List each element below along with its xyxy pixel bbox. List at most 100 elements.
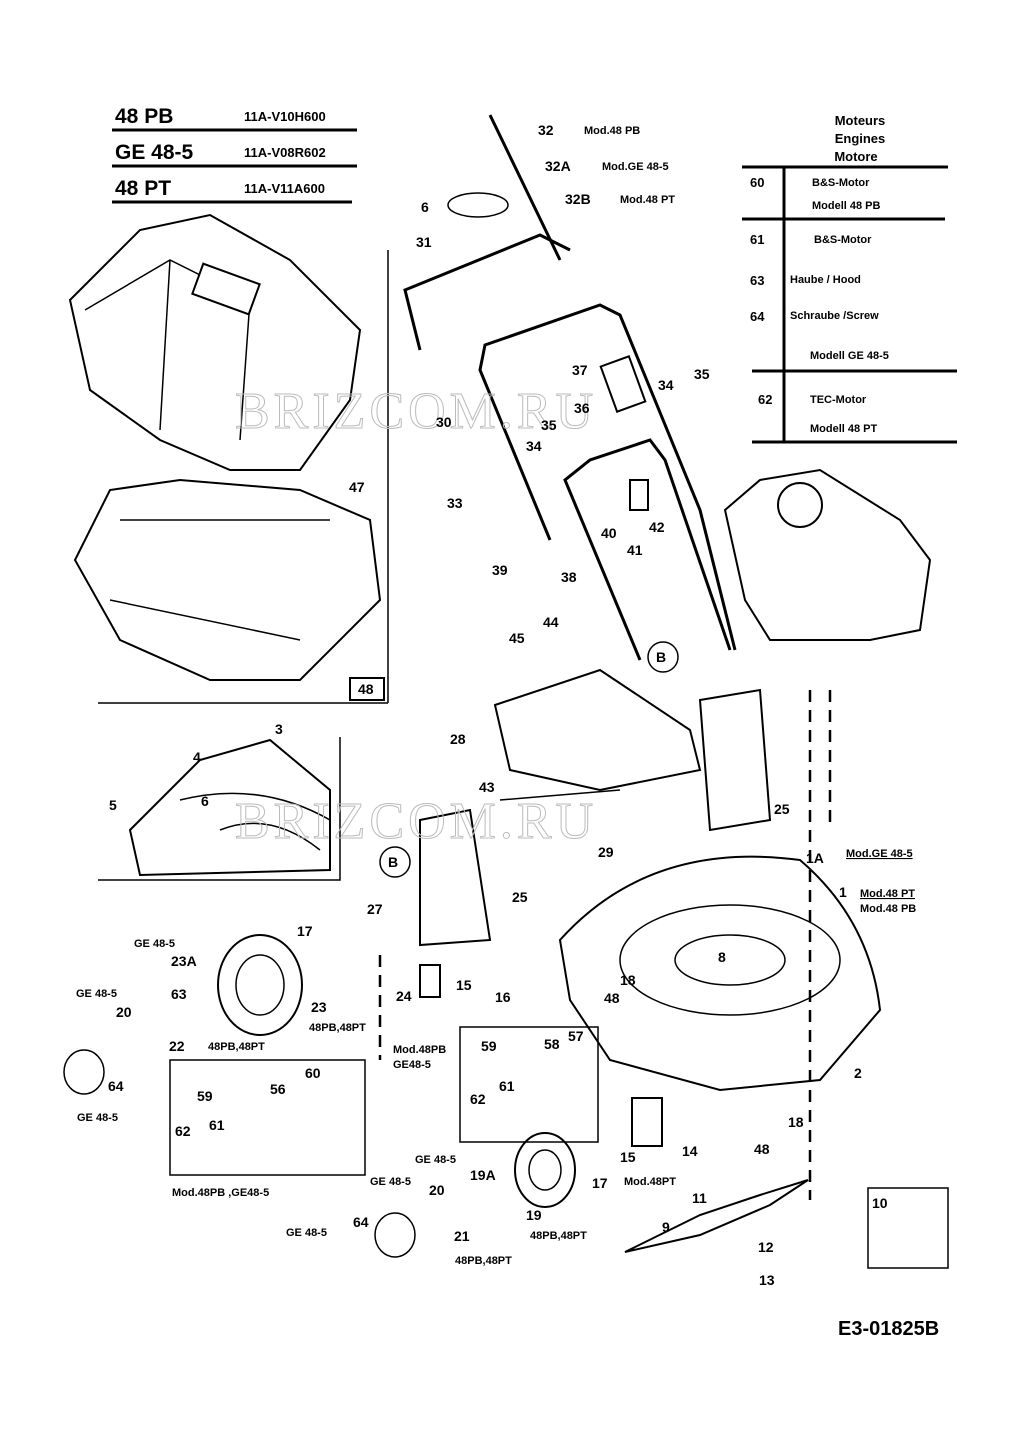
watermark: BRIZCOM.RU bbox=[235, 383, 597, 440]
callout: 2 bbox=[854, 1065, 862, 1081]
callout: 64 bbox=[353, 1214, 369, 1230]
note: GE 48-5 bbox=[415, 1154, 456, 1166]
callout: 56 bbox=[270, 1081, 286, 1097]
callout: 20 bbox=[116, 1004, 132, 1020]
callout: 58 bbox=[544, 1036, 560, 1052]
callout: 34 bbox=[526, 438, 542, 454]
callout: 18 bbox=[620, 972, 636, 988]
callout: 63 bbox=[171, 986, 187, 1002]
callout: 8 bbox=[718, 949, 726, 965]
callout: 43 bbox=[479, 779, 495, 795]
callout: 59 bbox=[481, 1038, 497, 1054]
note: GE 48-5 bbox=[286, 1227, 327, 1239]
callout: 15 bbox=[620, 1149, 636, 1165]
engine-desc: B&S-Motor bbox=[814, 234, 872, 246]
callout: 35 bbox=[694, 366, 710, 382]
callout: 62 bbox=[175, 1123, 191, 1139]
callouts: 32 32A 32B 6 31 37 34 35 36 30 35 34 33 … bbox=[108, 122, 888, 1288]
callout: 23 bbox=[311, 999, 327, 1015]
callout: 17 bbox=[297, 923, 313, 939]
callout: 44 bbox=[543, 614, 559, 630]
note: 48PB,48PT bbox=[208, 1041, 265, 1053]
callout: 39 bbox=[492, 562, 508, 578]
note: 48PB,48PT bbox=[455, 1255, 512, 1267]
engine-header: Engines bbox=[835, 131, 886, 146]
callout: B bbox=[388, 854, 398, 870]
callout: 45 bbox=[509, 630, 525, 646]
callout: 42 bbox=[649, 519, 665, 535]
model-code: 11A-V11A600 bbox=[244, 181, 325, 196]
callout: 40 bbox=[601, 525, 617, 541]
callout: 32A bbox=[545, 158, 571, 174]
model-name: 48 PT bbox=[115, 177, 171, 200]
callout: 36 bbox=[574, 400, 590, 416]
callout: 1 bbox=[839, 884, 847, 900]
callout: 6 bbox=[421, 199, 429, 215]
callout: 16 bbox=[495, 989, 511, 1005]
callout: 34 bbox=[658, 377, 674, 393]
callout: 12 bbox=[758, 1239, 774, 1255]
callout: 5 bbox=[109, 797, 117, 813]
callout: 22 bbox=[169, 1038, 185, 1054]
callout: 30 bbox=[436, 414, 452, 430]
callout: B bbox=[656, 649, 666, 665]
callout: 48 bbox=[358, 681, 374, 697]
engine-num: 62 bbox=[758, 392, 772, 407]
callout: 35 bbox=[541, 417, 557, 433]
engine-desc: Haube / Hood bbox=[790, 274, 861, 286]
callout: 24 bbox=[396, 988, 412, 1004]
callout: 14 bbox=[682, 1143, 698, 1159]
engine-num: 63 bbox=[750, 273, 764, 288]
model-notes: Mod.48 PB Mod.GE 48-5 Mod.48 PT Mod.GE 4… bbox=[76, 125, 916, 1267]
model-name: GE 48-5 bbox=[115, 141, 194, 164]
callout: 33 bbox=[447, 495, 463, 511]
callout: 37 bbox=[572, 362, 588, 378]
callout: 21 bbox=[454, 1228, 470, 1244]
callout: 11 bbox=[692, 1190, 707, 1206]
note: Mod.48PT bbox=[624, 1176, 676, 1188]
callout: 61 bbox=[499, 1078, 515, 1094]
callout: 17 bbox=[592, 1175, 608, 1191]
engine-desc: Modell 48 PT bbox=[810, 423, 878, 435]
deck-assembly bbox=[378, 641, 882, 1200]
engine-header: Moteurs bbox=[835, 113, 886, 128]
handle-assembly bbox=[403, 114, 737, 661]
engine-desc: Modell GE 48-5 bbox=[810, 350, 889, 362]
callout: 1A bbox=[806, 850, 824, 866]
note: Mod.48 PT bbox=[860, 888, 915, 900]
callout: 57 bbox=[568, 1028, 584, 1044]
note: Mod.GE 48-5 bbox=[846, 848, 913, 860]
callout: 23A bbox=[171, 953, 197, 969]
callout: 25 bbox=[774, 801, 790, 817]
engine-num: 60 bbox=[750, 175, 764, 190]
note: Mod.48PB bbox=[393, 1044, 446, 1056]
callout: 60 bbox=[305, 1065, 321, 1081]
note: GE 48-5 bbox=[77, 1112, 118, 1124]
engine-num: 61 bbox=[750, 232, 764, 247]
callout: 48 bbox=[604, 990, 620, 1006]
callout: 20 bbox=[429, 1182, 445, 1198]
note: GE 48-5 bbox=[76, 988, 117, 1000]
note: Mod.48PB ,GE48-5 bbox=[172, 1187, 269, 1199]
callout: 28 bbox=[450, 731, 466, 747]
diagram-id: E3-01825B bbox=[838, 1318, 939, 1340]
note: GE 48-5 bbox=[370, 1176, 411, 1188]
callout: 10 bbox=[872, 1195, 888, 1211]
callout: 47 bbox=[349, 479, 365, 495]
note: Mod.GE 48-5 bbox=[602, 161, 669, 173]
note: Mod.48 PB bbox=[860, 903, 916, 915]
watermark: BRIZCOM.RU bbox=[235, 793, 597, 850]
model-code: 11A-V10H600 bbox=[244, 109, 326, 124]
callout: 25 bbox=[512, 889, 528, 905]
engine-desc: Modell 48 PB bbox=[812, 200, 881, 212]
callout: 4 bbox=[193, 749, 201, 765]
callout: 19A bbox=[470, 1167, 496, 1183]
deck-detail bbox=[98, 737, 341, 881]
grass-catcher bbox=[68, 213, 389, 704]
callout: 32B bbox=[565, 191, 591, 207]
model-table: 48 PB 11A-V10H600 GE 48-5 11A-V08R602 48… bbox=[112, 105, 357, 204]
note: 48PB,48PT bbox=[530, 1230, 587, 1242]
callout: 29 bbox=[598, 844, 614, 860]
callout: 41 bbox=[627, 542, 643, 558]
